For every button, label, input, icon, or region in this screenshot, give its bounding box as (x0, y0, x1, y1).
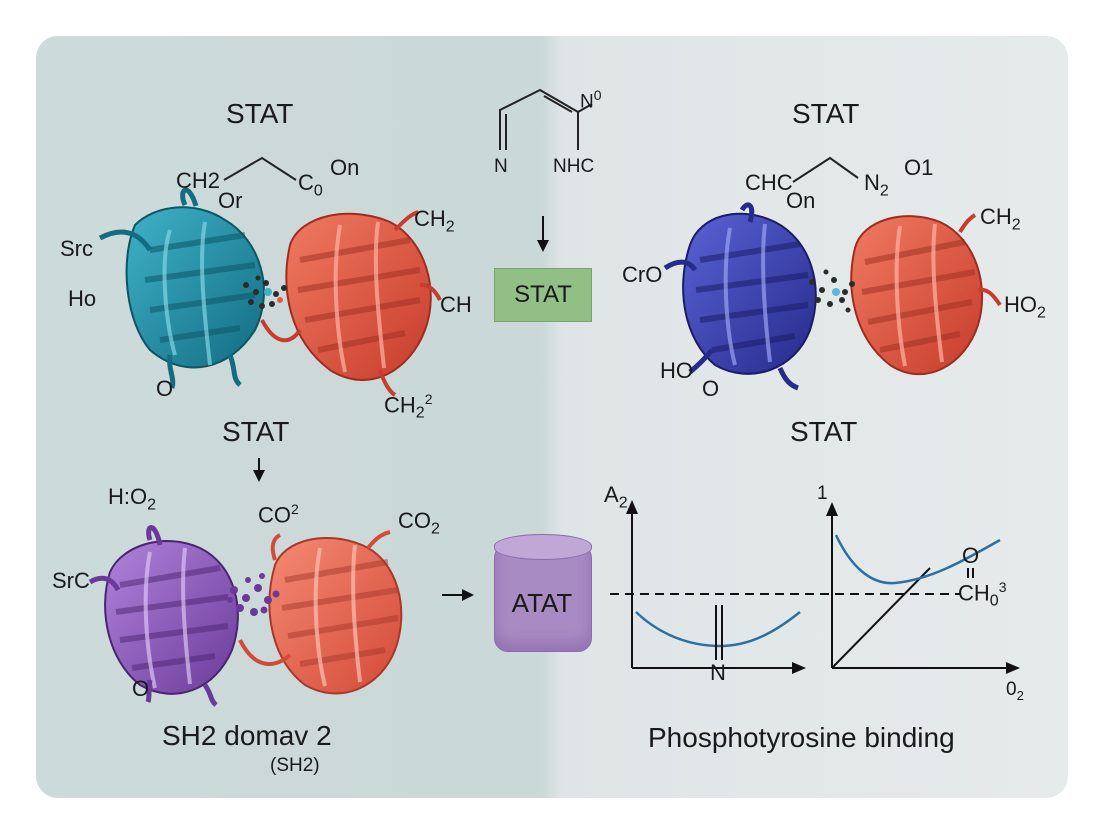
purple-sh2-domain (88, 525, 239, 707)
label-o-top-left: O (156, 376, 174, 401)
subcaption-sh2: (SH2) (270, 755, 320, 776)
chem-ch2: CH2 (176, 168, 221, 193)
label-ho: Ho (68, 286, 97, 311)
stat-box: STAT (494, 268, 592, 322)
chem-on-right: On (786, 188, 816, 213)
graph2-ch: CH03 (958, 579, 1007, 610)
label-src-top: Src (60, 236, 93, 261)
label-ch2-top: CH2 (414, 206, 455, 236)
chem-n2: N2 (864, 170, 889, 200)
graph2-ylabel: 1 (817, 483, 828, 504)
label-n0: N0 (580, 87, 602, 113)
stat-title-top-left: STAT (226, 98, 294, 129)
chem-co: C0 (298, 170, 323, 200)
label-n: N (494, 156, 508, 177)
label-nhc: NHC (553, 156, 595, 177)
red-sh2-domain-2 (850, 213, 1002, 376)
stat-below-right: STAT (790, 416, 858, 447)
arrows (253, 216, 549, 601)
chem-on: On (330, 155, 360, 180)
graph-1 (626, 500, 806, 674)
graph2-xlabel: 02 (1006, 679, 1024, 703)
stat-cylinder: ATAT (494, 534, 592, 658)
label-h-o2: H:O2 (108, 484, 157, 514)
teal-sh2-domain (98, 187, 265, 389)
graph1-xmark: N (710, 660, 726, 685)
ligand-dots-1 (243, 275, 287, 309)
salmon-sh2-domain (238, 530, 403, 695)
caption-phosphotyrosine: Phosphotyrosine binding (648, 722, 955, 753)
navy-sh2-domain (663, 202, 817, 391)
ligand-dots-3 (227, 573, 280, 616)
label-ch2-bottom: CH22 (384, 391, 433, 422)
graph-2 (826, 502, 1020, 674)
chem-o1: O1 (904, 155, 934, 180)
label-cro: CrO (622, 262, 663, 287)
label-co2-right: CO2 (398, 508, 440, 538)
chem-chc: CHC (745, 170, 793, 195)
graph2-o: O (962, 543, 980, 568)
stat-title-top-right: STAT (792, 98, 860, 129)
graph1-ylabel: A2 (604, 482, 628, 512)
ligand-dots-2 (809, 269, 855, 313)
chem-or: Or (218, 188, 243, 213)
cylinder-label: ATAT (511, 588, 573, 618)
label-ch2-right: CH2 (980, 204, 1021, 234)
label-o-right: O (702, 376, 720, 401)
label-ho2-right: HO2 (1004, 292, 1046, 322)
cylinder-body (494, 544, 592, 652)
cylinder-top (494, 534, 592, 560)
label-src-bottom: SrC (52, 568, 90, 593)
label-ho-right: HO (660, 358, 693, 383)
stat-title-bottom-left: STAT (222, 416, 290, 447)
label-o-bottom-left: O (132, 676, 150, 701)
red-sh2-domain-1 (260, 210, 442, 397)
caption-sh2-domain: SH2 domav 2 (162, 720, 332, 751)
label-ch: CH (440, 292, 472, 317)
label-co2-left: CO2 (258, 501, 299, 528)
chemical-structure (499, 88, 593, 150)
